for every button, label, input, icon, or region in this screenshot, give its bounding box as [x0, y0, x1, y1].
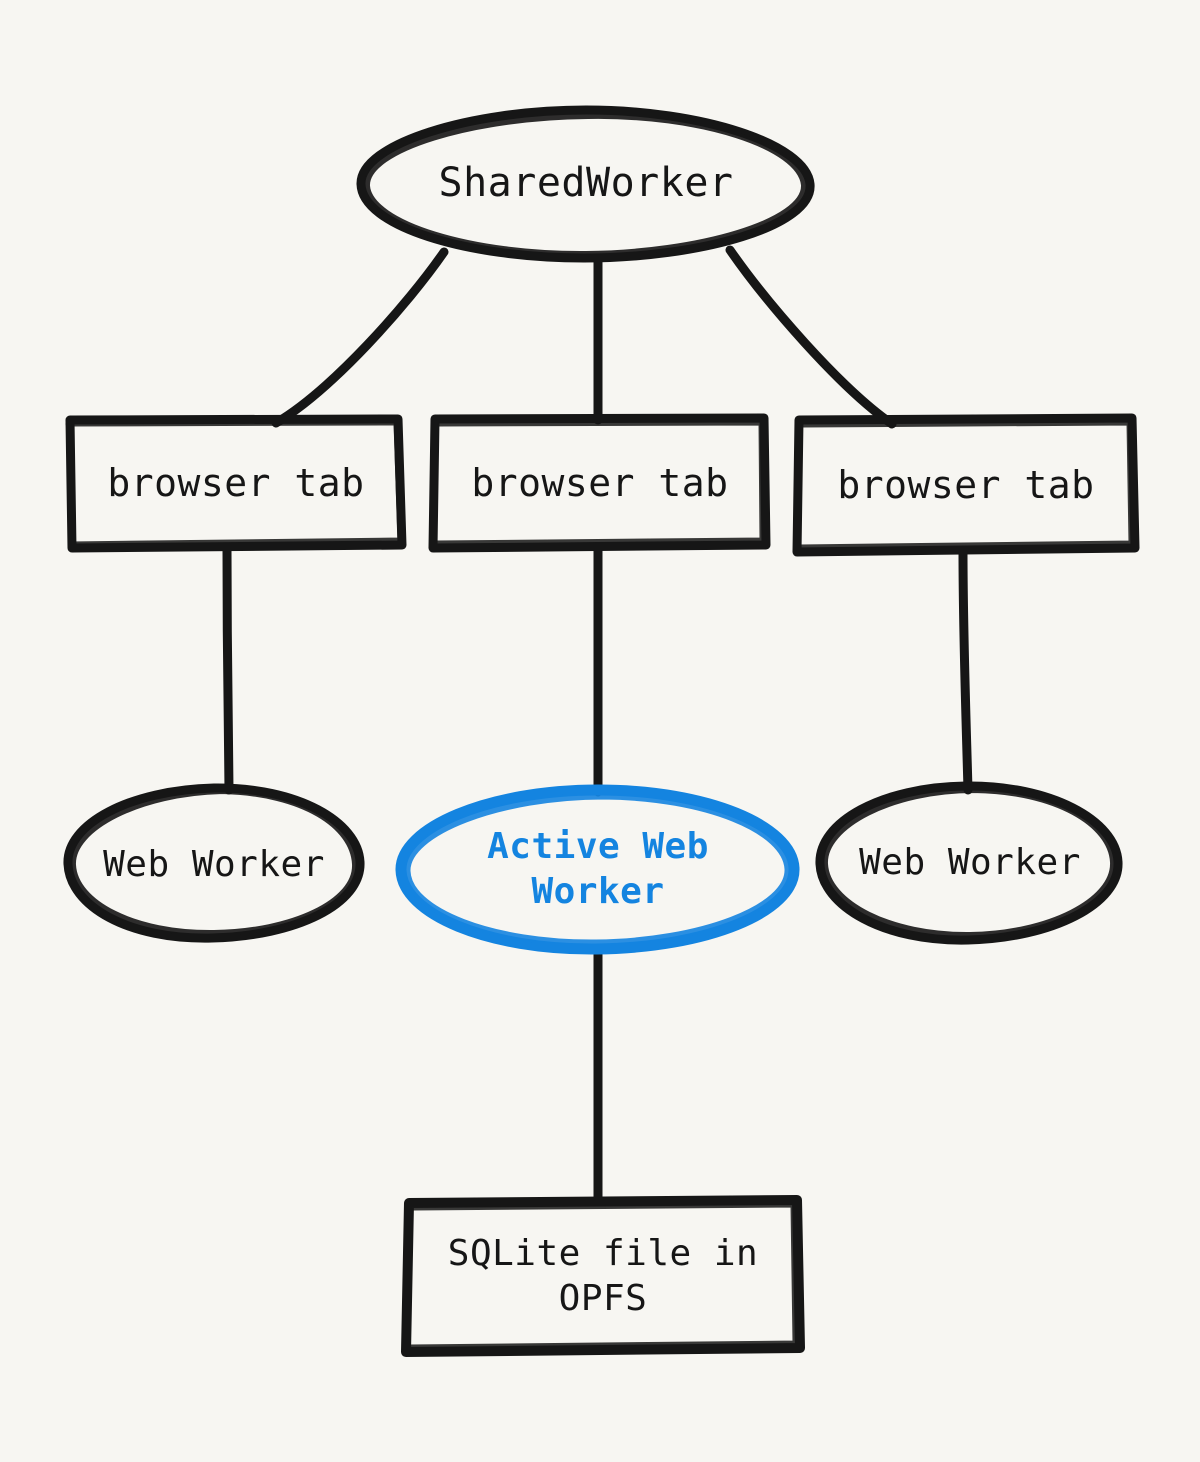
node-shape-shared-worker[interactable] [356, 105, 815, 263]
edge-tab-left-to-worker-left [222, 545, 234, 795]
node-shape-tab-right[interactable] [792, 413, 1140, 557]
node-shape-worker-left[interactable] [63, 783, 365, 943]
edge-layer [222, 245, 973, 1207]
node-shape-storage[interactable] [401, 1195, 805, 1357]
edge-sharedworker-to-tab-right [725, 245, 897, 429]
edge-sharedworker-to-tab-left [271, 247, 449, 428]
node-shape-tab-center[interactable] [428, 413, 771, 553]
node-shape-tab-left[interactable] [65, 414, 407, 553]
node-shape-worker-active[interactable] [395, 784, 800, 955]
edge-tab-right-to-worker-right [958, 547, 973, 795]
node-shape-worker-right[interactable] [815, 781, 1123, 945]
